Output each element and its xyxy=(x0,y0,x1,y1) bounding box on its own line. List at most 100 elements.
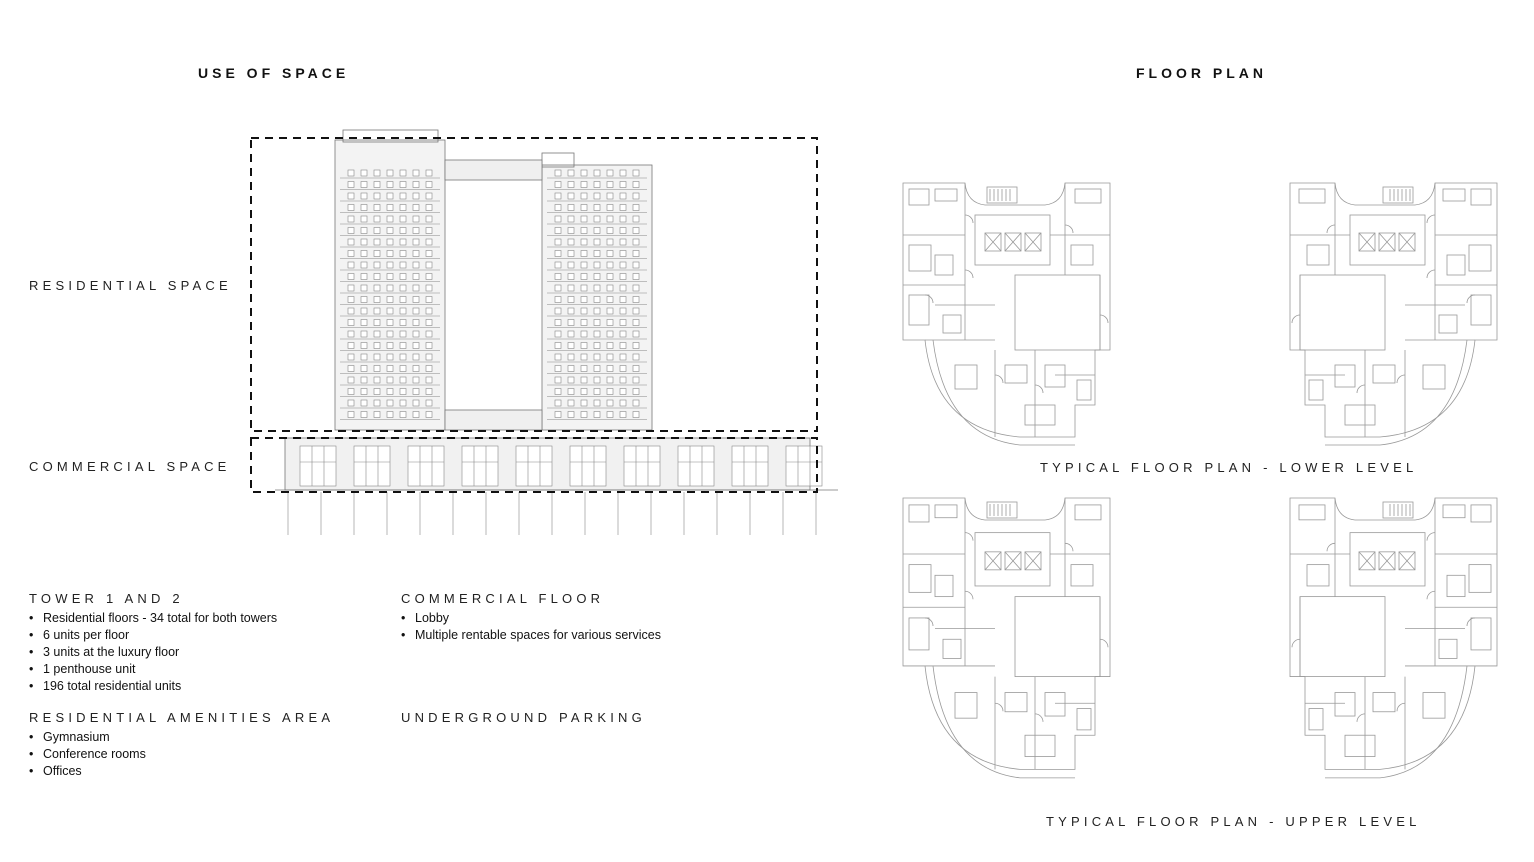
window xyxy=(399,319,407,326)
lower-level-caption: TYPICAL FLOOR PLAN - LOWER LEVEL xyxy=(1040,460,1418,475)
window xyxy=(373,250,381,257)
window xyxy=(593,411,601,418)
floor-plan-upper-right xyxy=(1289,497,1498,779)
window xyxy=(632,353,640,361)
window xyxy=(619,238,627,246)
door-swing xyxy=(1426,532,1436,541)
window xyxy=(399,388,407,395)
room-fixture xyxy=(1306,564,1330,587)
room-fixture xyxy=(1024,734,1056,757)
window xyxy=(373,215,381,223)
window xyxy=(373,169,381,177)
residential-space-label: RESIDENTIAL SPACE xyxy=(29,278,232,293)
window xyxy=(567,342,575,349)
window xyxy=(399,204,407,211)
window xyxy=(399,192,407,200)
elevator-shaft xyxy=(1004,551,1022,571)
window xyxy=(606,181,614,188)
window xyxy=(425,204,433,211)
window xyxy=(632,284,640,292)
window xyxy=(399,296,407,303)
window xyxy=(347,204,355,211)
curved-balcony xyxy=(1325,665,1468,779)
amenities-heading: RESIDENTIAL AMENITIES AREA xyxy=(29,710,335,725)
window xyxy=(580,284,588,292)
window xyxy=(619,330,627,338)
window xyxy=(373,411,381,418)
list-item: Conference rooms xyxy=(29,746,334,763)
window xyxy=(373,307,381,315)
room-fixture xyxy=(1308,708,1324,731)
window xyxy=(593,330,601,338)
window xyxy=(580,181,588,188)
use-of-space-title: USE OF SPACE xyxy=(198,65,350,81)
room-fixture xyxy=(1438,638,1458,659)
outer-wall xyxy=(902,182,1111,438)
window xyxy=(386,284,394,292)
door-swing xyxy=(964,532,974,541)
window xyxy=(632,215,640,223)
window xyxy=(386,399,394,407)
window xyxy=(347,353,355,361)
stair xyxy=(1382,186,1414,204)
room-fixture xyxy=(1468,564,1492,593)
window xyxy=(554,169,562,177)
window xyxy=(554,261,562,269)
window xyxy=(360,204,368,211)
window xyxy=(632,330,640,338)
window xyxy=(554,296,562,303)
room-fixture xyxy=(1470,188,1492,206)
courtyard xyxy=(1299,274,1386,351)
room-fixture xyxy=(1298,188,1326,204)
room-fixture xyxy=(1024,404,1056,426)
window xyxy=(593,227,601,234)
window xyxy=(554,353,562,361)
floor-plan-lower-right xyxy=(1289,182,1498,446)
room-fixture xyxy=(908,564,932,593)
window xyxy=(606,399,614,407)
list-item: Lobby xyxy=(401,610,661,627)
window xyxy=(399,181,407,188)
window xyxy=(632,319,640,326)
window xyxy=(619,227,627,234)
floor-plan-upper-left xyxy=(902,497,1111,779)
room-fixture xyxy=(954,364,978,390)
window xyxy=(399,411,407,418)
window xyxy=(360,399,368,407)
window xyxy=(412,215,420,223)
window xyxy=(606,307,614,315)
window xyxy=(373,204,381,211)
elevator-core xyxy=(974,214,1051,266)
window xyxy=(373,353,381,361)
list-item: Multiple rentable spaces for various ser… xyxy=(401,627,661,644)
window xyxy=(386,227,394,234)
window xyxy=(399,376,407,384)
storefront xyxy=(677,445,715,487)
window xyxy=(580,169,588,177)
window xyxy=(347,307,355,315)
window xyxy=(360,376,368,384)
room-fixture xyxy=(1044,364,1066,388)
door-swing xyxy=(964,269,974,279)
window xyxy=(386,307,394,315)
window xyxy=(412,319,420,326)
window xyxy=(606,388,614,395)
window xyxy=(632,411,640,418)
window xyxy=(606,204,614,211)
window xyxy=(425,169,433,177)
commercial-floor-heading: COMMERCIAL FLOOR xyxy=(401,591,605,606)
room-fixture xyxy=(1422,692,1446,719)
window xyxy=(554,273,562,280)
window xyxy=(593,238,601,246)
window xyxy=(373,376,381,384)
window xyxy=(567,296,575,303)
door-swing xyxy=(1466,294,1476,304)
window xyxy=(347,250,355,257)
room-fixture xyxy=(1074,504,1102,521)
elevator-shaft xyxy=(1398,551,1416,571)
window xyxy=(606,250,614,257)
room-fixture xyxy=(1470,294,1492,326)
courtyard xyxy=(1014,274,1101,351)
window xyxy=(347,284,355,292)
elevator-core xyxy=(974,532,1051,587)
